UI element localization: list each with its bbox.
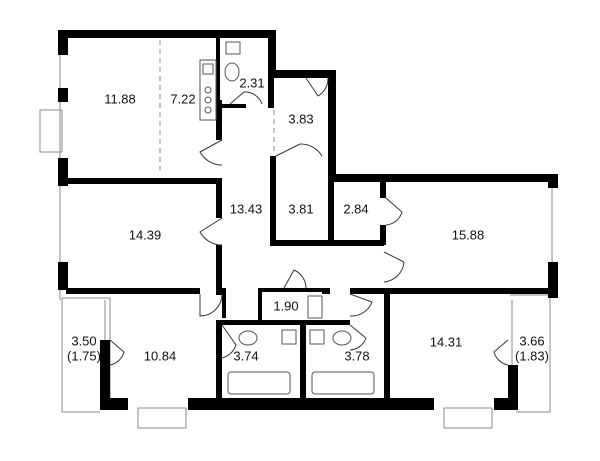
room-bedroom-sw-area: 10.84 [144,348,177,363]
room-bedroom-se-area: 14.31 [430,334,463,349]
wall-west-4 [58,262,68,290]
wall-kitchen-east [216,100,222,140]
wall-north [58,30,276,38]
fixtures [199,41,375,395]
wall-closet-south [270,240,336,246]
wall-bath-east [384,288,390,400]
wall-bedroom-east-south [350,288,550,294]
bathtub-west [227,371,291,395]
balcony-west-outer [61,298,100,413]
wall-wc-south [216,104,246,108]
wall-west-1 [58,30,68,55]
toilet-east [332,330,352,346]
door-small-room [283,269,307,289]
wall-wc-east [268,78,274,108]
kitchen-sink [202,63,214,75]
doors [109,77,509,366]
wall-bath-west [216,320,222,400]
room-kitchen-area: 7.22 [170,91,195,106]
room-corridor-area: 13.43 [230,201,263,216]
walls [58,30,558,410]
small-room-unit [307,295,323,319]
door-bedroom-east [383,251,405,283]
sink-east [309,329,325,345]
wall-corridor-w1 [216,178,222,218]
door-bedroom-west [199,217,223,246]
balcony-east-sub-area: (1.83) [515,348,549,363]
kitchen-counter [199,59,217,121]
wall-north-east [328,174,558,182]
balcony-east-outline [510,294,551,413]
wall-small-room-w [222,288,226,318]
door-bath-east [349,324,367,351]
room-utility-area: 2.84 [343,201,368,216]
room-living-west-area: 11.88 [104,91,136,106]
stove-burner-2 [204,96,212,104]
room-storage-area: 3.83 [288,111,313,126]
wall-closet-east [328,176,334,246]
door-storage [305,77,329,97]
toilet-west [238,330,258,346]
wall-east-upper [328,70,336,180]
wall-east-1 [548,174,558,188]
sink-west [281,329,297,345]
south-window-east [443,407,493,429]
wall-utility-east1 [380,176,386,198]
balcony-west-sub-area: (1.75) [67,348,101,363]
room-bedroom-west-area: 14.39 [129,227,162,242]
room-bathroom-east-area: 3.78 [344,348,369,363]
wall-link [322,288,330,294]
south-window-west [137,407,187,429]
bathtub-east [311,371,375,395]
wall-se-corner [508,365,518,410]
stove-burner-3 [204,106,212,114]
wall-west-2 [58,88,68,102]
door-kitchen [199,139,223,166]
wall-wc-west [216,38,220,110]
wall-small-room-w2 [258,288,262,324]
stove-burner-1 [204,86,212,94]
door-bedroom-se [349,293,373,317]
wall-bath-east-top [306,320,350,325]
door-balcony-east [493,339,509,366]
wc-sink [225,41,241,55]
balcony-west-area: 3.50 [71,333,96,348]
wall-north-upper [268,70,334,78]
door-wc [229,91,263,105]
wall-small-room-n [258,288,323,292]
room-closet-area: 3.81 [288,201,313,216]
room-labels: 11.88 7.22 2.31 3.83 13.43 3.81 2.84 14.… [67,75,549,363]
room-bathroom-west-area: 3.74 [233,348,258,363]
balcony-east-area: 3.66 [519,333,544,348]
door-utility [385,197,403,226]
door-bedroom-sw [199,293,223,317]
wall-bedroom-west-south [66,288,200,294]
wall-north-step [268,30,276,78]
wall-sw-corner [100,340,110,410]
wall-west-3 [58,158,68,186]
wall-east-2 [548,262,558,298]
wall-utility-south [334,240,384,246]
wall-corridor-w2 [216,245,222,295]
wall-utility-east2 [380,225,386,245]
room-wc-area: 2.31 [239,75,264,90]
door-closet [275,143,323,157]
wall-closet-west [270,156,276,246]
wall-south-2 [188,398,434,410]
door-bath-west [221,324,237,359]
west-bay-window [39,109,63,153]
wall-living-bedroom [66,178,222,184]
wall-bath-west-top [222,320,300,325]
wall-bath-divider [300,320,306,400]
door-balcony-west [109,339,125,366]
room-small-area: 1.90 [273,298,298,313]
room-bedroom-east-area: 15.88 [452,227,485,242]
wc-toilet [224,62,240,82]
